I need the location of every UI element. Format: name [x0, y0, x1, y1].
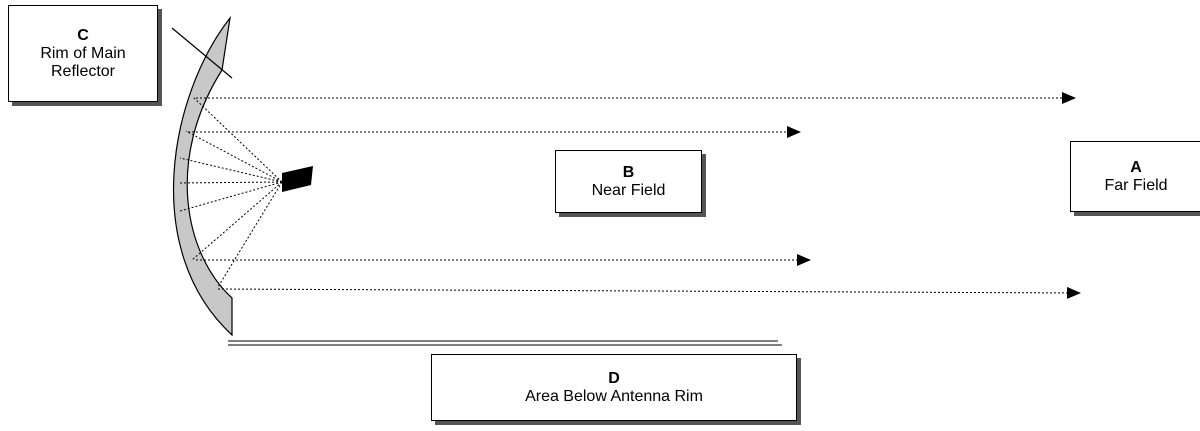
label-area-below-antenna-rim: D Area Below Antenna Rim [431, 354, 797, 421]
label-far-field: A Far Field [1070, 141, 1200, 212]
label-c-letter: C [77, 26, 89, 44]
label-a-text: Far Field [1104, 176, 1168, 194]
label-rim-of-main-reflector: C Rim of Main Reflector [8, 5, 158, 102]
label-near-field: B Near Field [555, 150, 702, 213]
field-rays [188, 92, 1081, 299]
main-reflector [172, 15, 233, 337]
label-b-text: Near Field [591, 181, 666, 199]
rim-pointer-line [171, 27, 233, 79]
label-b-letter: B [622, 163, 635, 181]
label-a-letter: A [1130, 158, 1142, 176]
feed-horn [282, 166, 313, 192]
label-d-letter: D [608, 369, 620, 387]
label-c-text: Rim of Main Reflector [40, 44, 126, 80]
label-d-text: Area Below Antenna Rim [525, 387, 703, 405]
feed-rays [177, 96, 283, 288]
ray-bottom-far [217, 286, 1081, 299]
